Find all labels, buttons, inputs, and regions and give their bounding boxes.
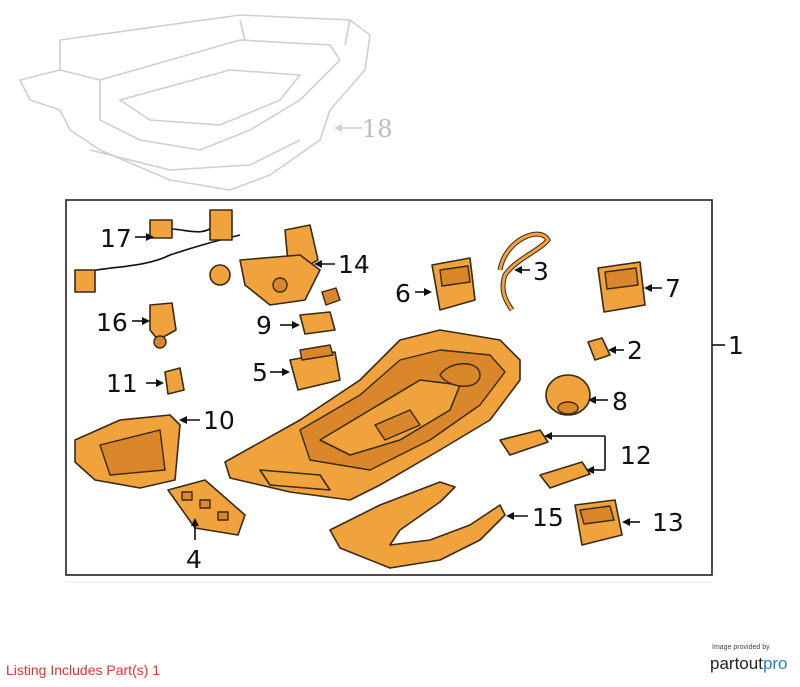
callout-5: 5 xyxy=(252,358,268,387)
ghost-part-18 xyxy=(19,14,371,191)
callout-8: 8 xyxy=(612,387,628,416)
part-11-bulb xyxy=(164,367,185,395)
assembly-frame xyxy=(65,199,713,576)
part-9-switch xyxy=(299,287,341,335)
image-credit-label: Image provided by xyxy=(712,644,770,651)
callout-15: 15 xyxy=(532,503,564,532)
callout-18: 18 xyxy=(362,115,393,143)
callout-17: 17 xyxy=(100,224,132,253)
callout-16: 16 xyxy=(96,308,128,337)
brand-suffix: pro xyxy=(762,654,788,673)
callout-7: 7 xyxy=(665,274,681,303)
part-14-bracket xyxy=(209,224,321,306)
callout-4: 4 xyxy=(186,545,202,574)
part-6-switch xyxy=(431,257,476,311)
callout-3: 3 xyxy=(533,257,549,286)
callout-9: 9 xyxy=(256,311,272,340)
callout-10: 10 xyxy=(203,406,235,435)
part-16-socket xyxy=(149,302,177,349)
overhead-console-housing xyxy=(224,329,521,501)
callout-14: 14 xyxy=(338,250,370,279)
part-8-knob xyxy=(545,374,591,416)
brand-prefix: partout xyxy=(710,654,763,673)
partoutpro-logo: partoutpro xyxy=(710,654,788,674)
part-17-wiring-harness xyxy=(74,209,241,293)
callout-1: 1 xyxy=(728,331,744,360)
part-13-switch xyxy=(574,499,623,546)
callout-12: 12 xyxy=(620,441,652,470)
part-3-cable xyxy=(497,231,551,312)
callout-6: 6 xyxy=(395,279,411,308)
part-10-lamp-housing xyxy=(74,414,181,489)
part-12-clips xyxy=(499,429,591,489)
callout-13: 13 xyxy=(652,508,684,537)
part-2-clip xyxy=(587,337,611,361)
listing-note: Listing Includes Part(s) 1 xyxy=(6,662,161,678)
part-15-trim xyxy=(329,481,506,569)
part-5-switch xyxy=(289,344,341,391)
part-4-switch-panel xyxy=(167,479,246,536)
part-7-switch xyxy=(597,261,646,313)
callout-11: 11 xyxy=(106,369,138,398)
callout-2: 2 xyxy=(627,336,643,365)
